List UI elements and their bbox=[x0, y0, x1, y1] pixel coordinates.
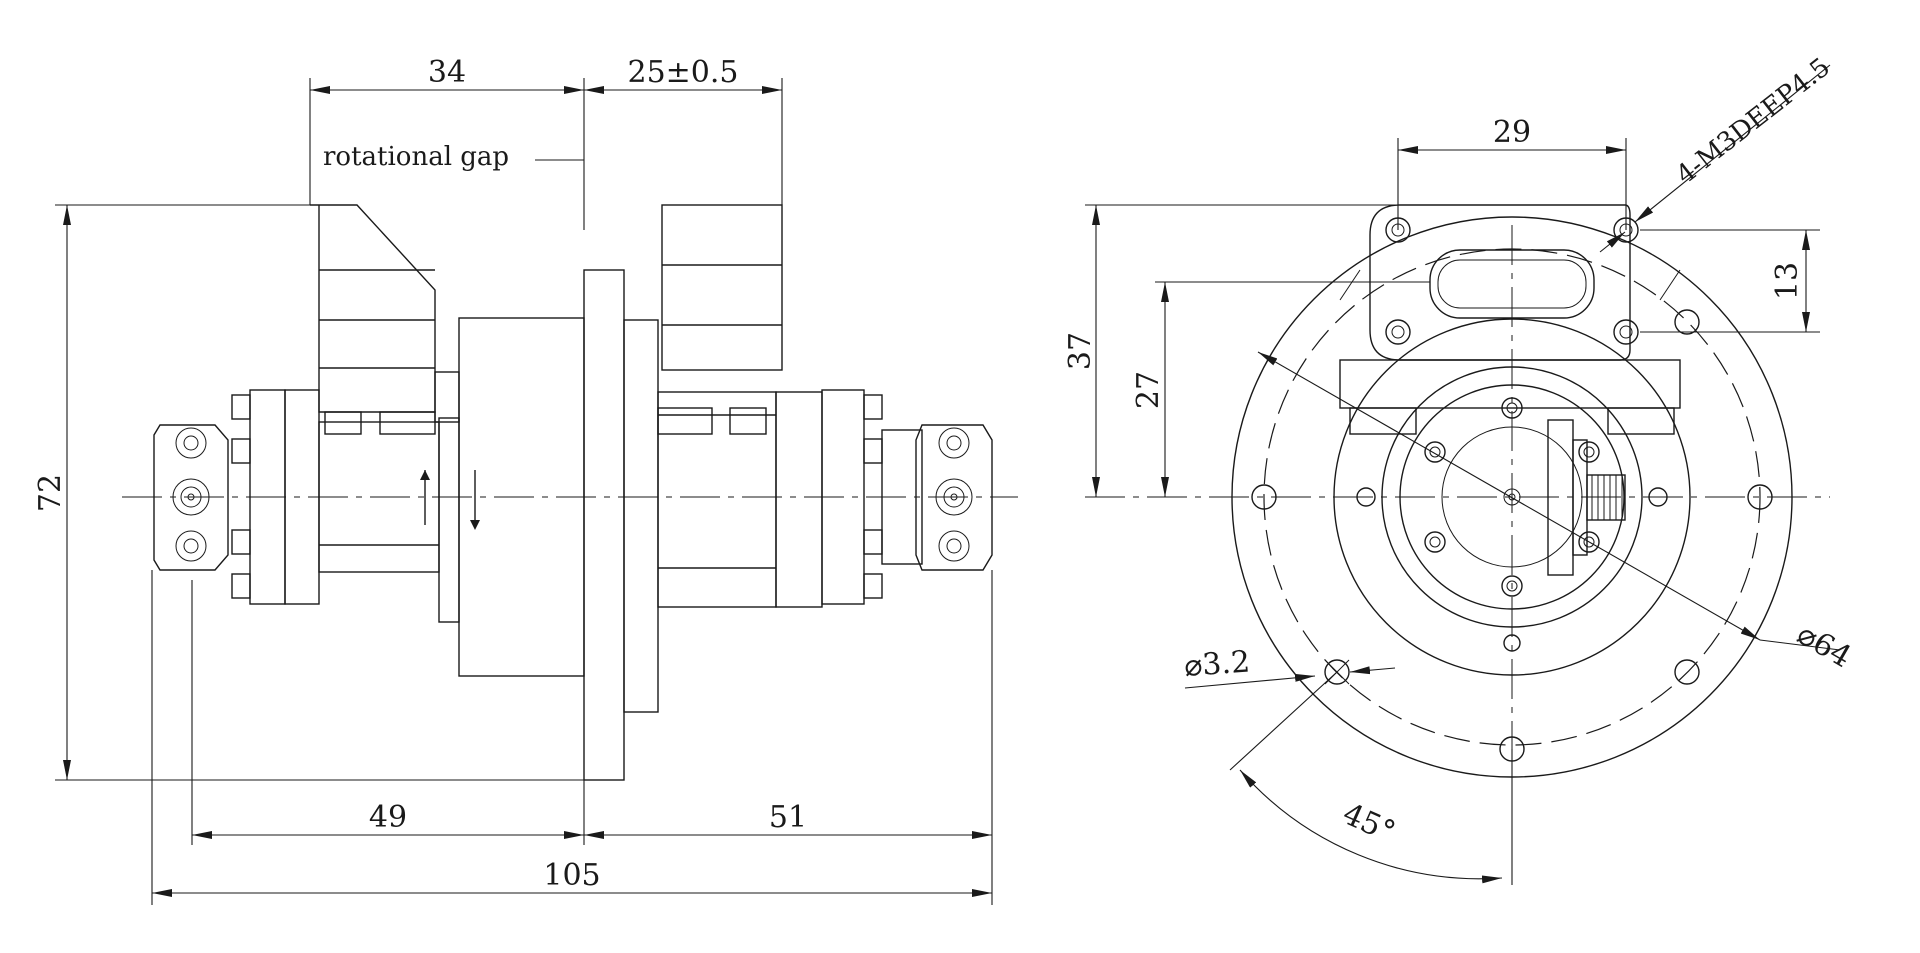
dim-27-label: 27 bbox=[1131, 371, 1166, 409]
dim-37-label: 37 bbox=[1063, 332, 1098, 370]
dim-thread-label: 4-M3DEEP4.5 bbox=[1671, 52, 1836, 190]
dim-51-label: 51 bbox=[769, 800, 807, 835]
rotational-gap-label: rotational gap bbox=[323, 142, 509, 172]
dim-105-label: 105 bbox=[543, 858, 600, 893]
dim-angle-label: 45° bbox=[1337, 797, 1400, 851]
right-connector bbox=[915, 424, 993, 571]
dim-29-label: 29 bbox=[1493, 115, 1531, 150]
front-view: 29 4-M3DEEP4.5 13 37 27 ⌀64 ⌀3.2 45° bbox=[1063, 52, 1857, 885]
dim-dia64-label: ⌀64 bbox=[1791, 617, 1857, 675]
dim-49-label: 49 bbox=[369, 800, 407, 835]
dim-dia3-2-label: ⌀3.2 bbox=[1183, 644, 1251, 684]
dim-72-label: 72 bbox=[33, 474, 68, 512]
side-view: 34 25±0.5 rotational gap 72 49 51 105 bbox=[33, 55, 1018, 905]
dim-13-label: 13 bbox=[1770, 262, 1805, 300]
left-waveguide-port bbox=[310, 204, 460, 435]
dim-25-label: 25±0.5 bbox=[627, 55, 738, 90]
right-housing bbox=[623, 319, 923, 713]
dim-34-label: 34 bbox=[428, 55, 466, 90]
left-connector bbox=[153, 389, 320, 605]
right-waveguide-port bbox=[657, 204, 783, 435]
flange-holes bbox=[1251, 309, 1773, 762]
center-flange bbox=[583, 269, 625, 781]
